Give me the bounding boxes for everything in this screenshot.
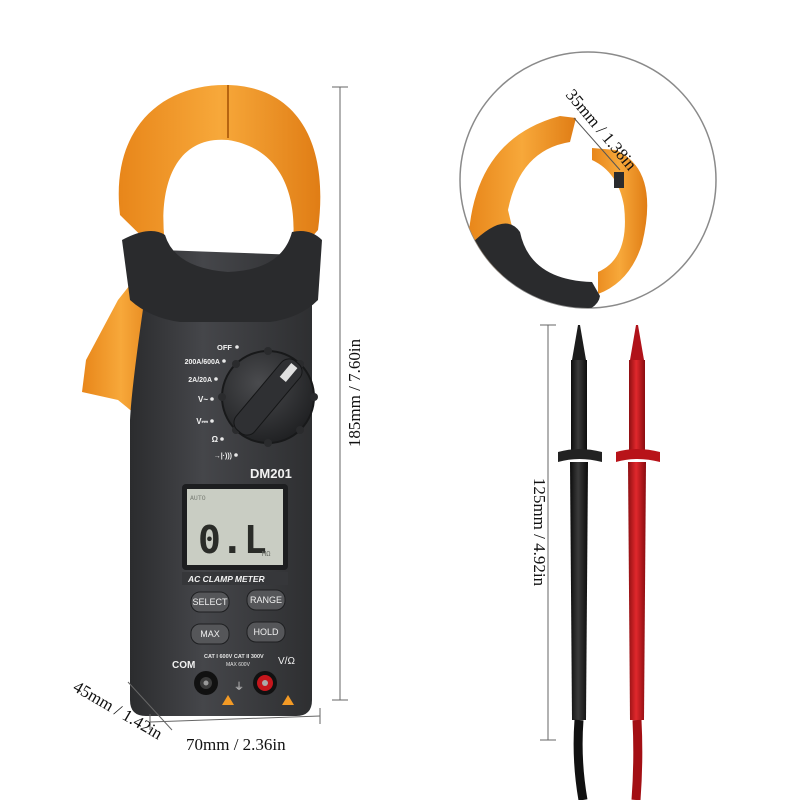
jaw-orange [118,85,321,262]
height-dimension [332,86,348,701]
com-jack[interactable] [194,671,218,695]
svg-text:RANGE: RANGE [250,595,282,605]
meter-title-strip: AC CLAMP METER [187,574,266,584]
hold-button[interactable]: HOLD [246,621,286,643]
dial-vac: V~ [198,395,208,404]
lcd-reading: 0.L [198,518,267,562]
lead-length-label: 125mm / 4.92in [530,478,549,587]
jaw-collar [122,231,322,322]
dial-vdc: V⎓ [196,417,208,426]
svg-text:SELECT: SELECT [192,597,228,607]
dial-labels: OFF 200A/600A 2A/20A V~ V⎓ Ω →|·))) [185,343,239,460]
depth-dimension [127,681,173,731]
max-button[interactable]: MAX [190,623,230,645]
clamp-meter: OFF 200A/600A 2A/20A V~ V⎓ Ω →|·))) DM20… [82,85,322,716]
warning-icon-right [282,695,294,705]
height-label: 185mm / 7.60in [345,338,364,447]
dial-off: OFF [217,343,232,352]
com-label: COM [172,660,195,671]
black-test-lead [558,325,602,801]
rotary-selector[interactable] [218,347,318,447]
model-label: DM201 [250,466,292,481]
ground-symbol: ⏚ [234,681,244,693]
lcd-display: AUTO 0.L MΩ [182,484,288,570]
dial-200a: 200A/600A [185,359,220,366]
width-label: 70mm / 2.36in [186,735,286,754]
jaw-zoom-inset [459,51,717,309]
dial-ohm: Ω [212,435,219,444]
lcd-unit: MΩ [262,550,270,558]
lead-length-dimension [540,324,556,741]
svg-text:MAX: MAX [200,629,220,639]
svg-text:HOLD: HOLD [253,627,279,637]
rating-line-1: CAT I 600V CAT II 300V [204,654,264,660]
rating-line-2: MAX 600V [226,662,251,668]
red-test-lead [616,325,660,801]
dial-diode: →|·))) [214,453,232,460]
range-button[interactable]: RANGE [246,589,286,611]
lcd-mode: AUTO [190,494,206,502]
dial-2a: 2A/20A [188,377,212,384]
v-ohm-jack[interactable] [253,671,277,695]
v-ohm-label: V/Ω [278,656,295,667]
warning-icon-left [222,695,234,705]
select-button[interactable]: SELECT [190,591,230,613]
width-dimension [149,708,321,730]
test-leads [558,325,660,801]
